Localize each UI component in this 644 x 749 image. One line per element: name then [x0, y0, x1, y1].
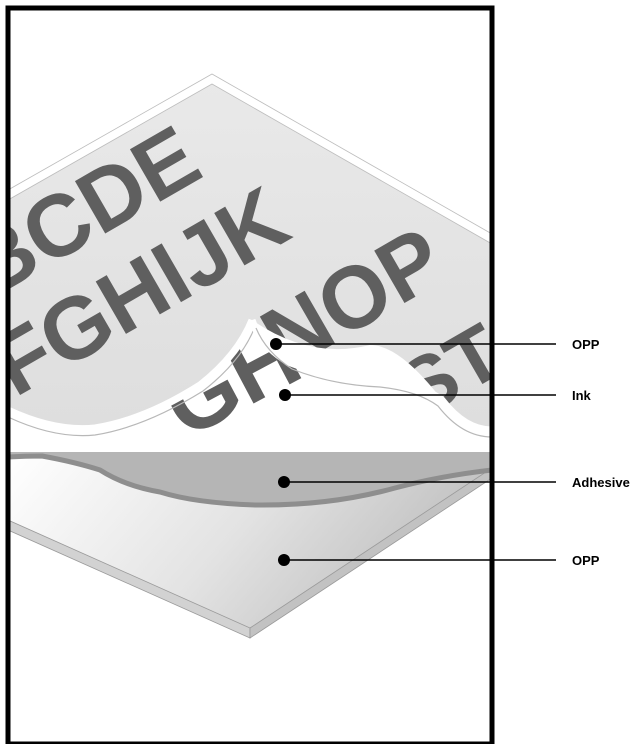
bottom-film-layer: [8, 455, 492, 639]
callout-label-ink: Ink: [572, 388, 592, 403]
callout-top-opp: OPP: [270, 337, 600, 352]
callout-label-adhesive: Adhesive: [572, 475, 630, 490]
callout-label-bottom-opp: OPP: [572, 553, 600, 568]
callout-ink: Ink: [279, 388, 592, 403]
adhesive-layer: [8, 452, 492, 508]
callout-bottom-opp: OPP: [278, 553, 600, 568]
callout-label-top-opp: OPP: [572, 337, 600, 352]
callout-adhesive: Adhesive: [278, 475, 630, 490]
